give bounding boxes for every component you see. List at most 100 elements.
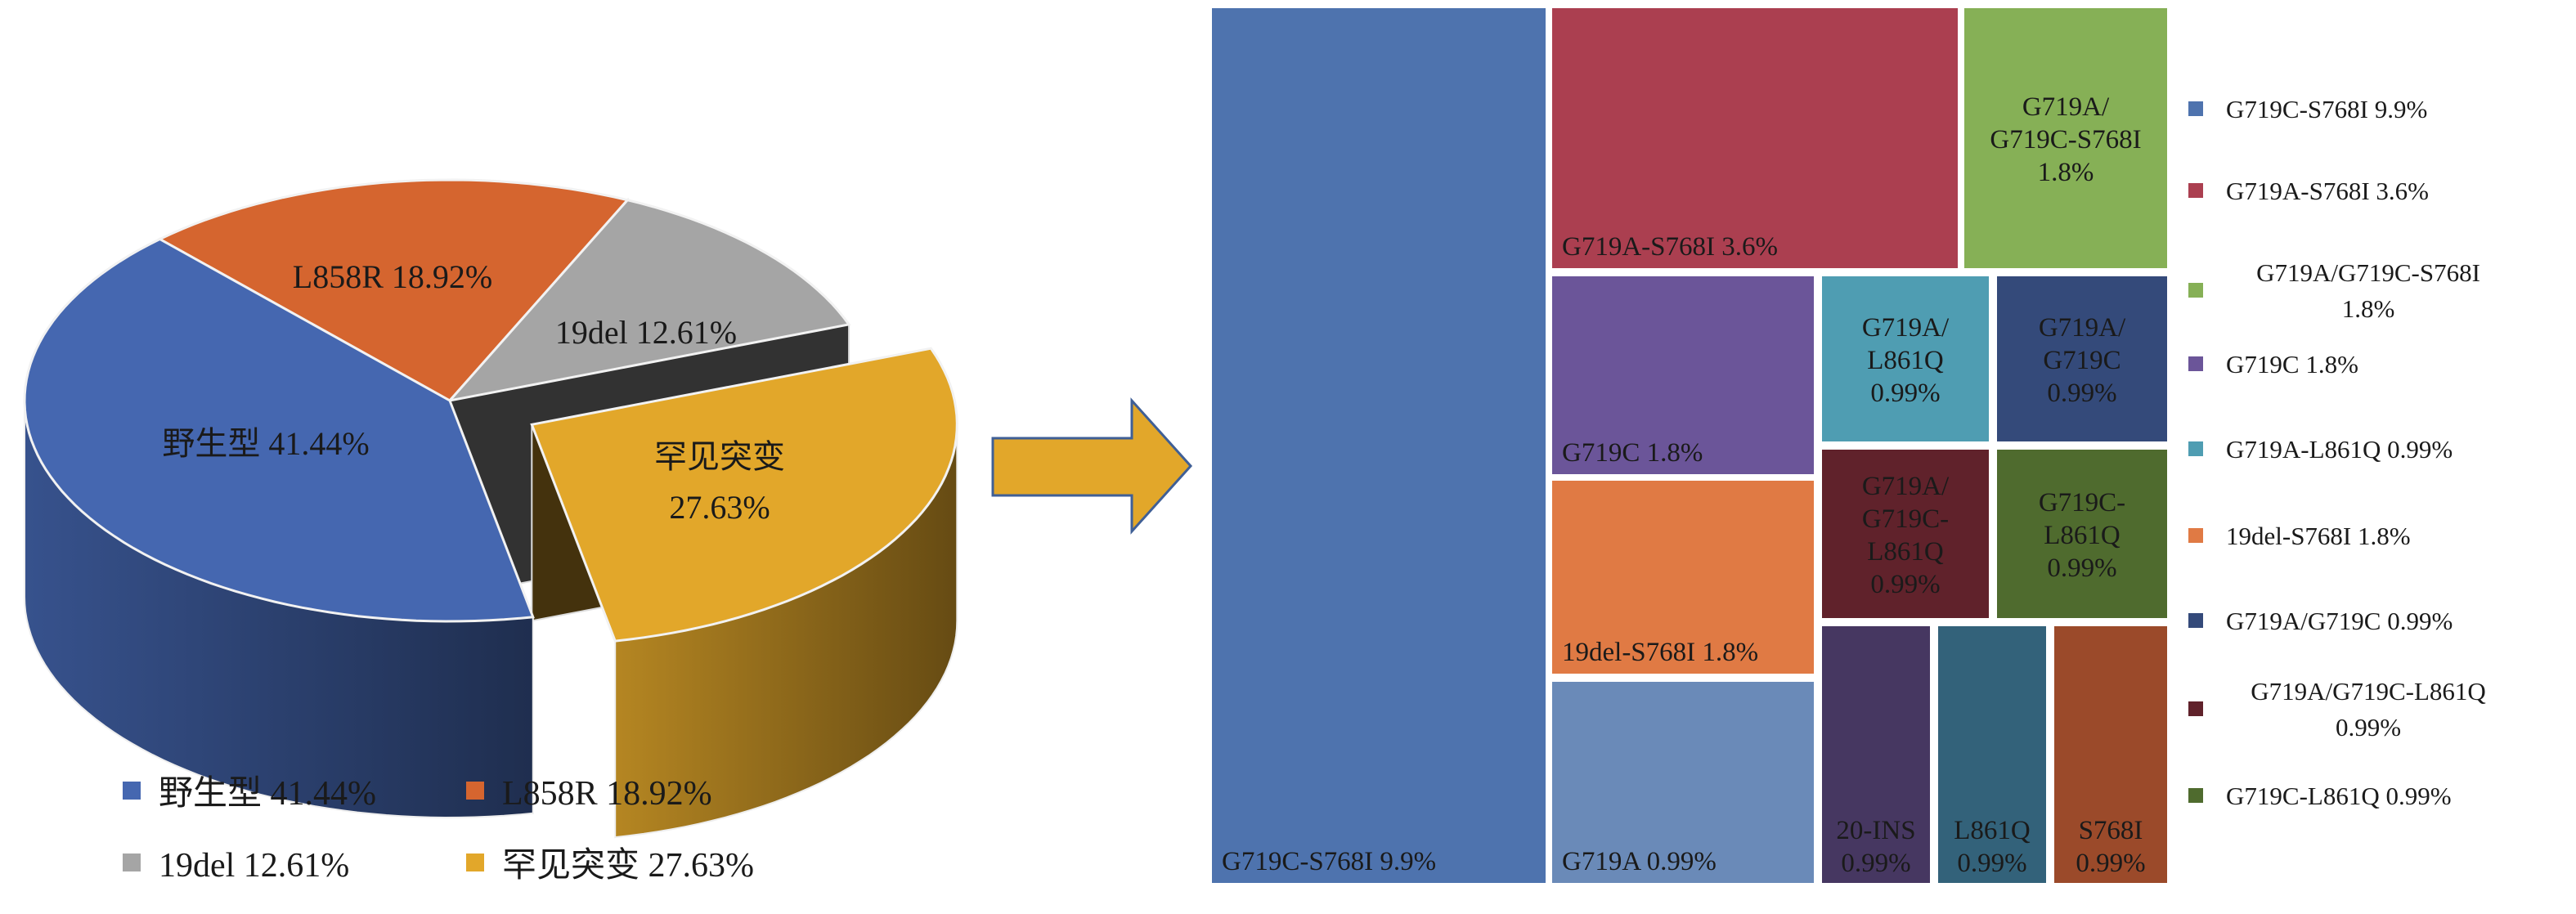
treemap-cell-G719A-L861Q: G719A/L861Q 0.99% — [1819, 273, 1992, 445]
treemap-label: L861Q — [1867, 346, 1944, 375]
legend-swatch — [2188, 441, 2203, 456]
legend-label: G719A-L861Q 0.99% — [2226, 435, 2453, 464]
treemap-chart: G719C-S768I 9.9% G719A-S768I 3.6% G719A/G7… — [1209, 5, 2170, 886]
treemap-label: S768I — [2079, 816, 2143, 845]
treemap-label: G719C-S768I 9.9% — [1222, 847, 1436, 876]
treemap-legend-item: G719A-L861Q 0.99% — [2188, 435, 2453, 464]
treemap-legend-item: G719A/G719C-S768I 1.8% — [2188, 258, 2480, 323]
treemap-label: G719A/ — [2039, 313, 2126, 343]
legend-swatch — [2188, 101, 2203, 116]
pie-slice-野生型 — [23, 237, 535, 623]
treemap-legend: G719C-S768I 9.9% G719A-S768I 3.6% G719A/G7… — [2188, 95, 2486, 810]
treemap-cell-20-INS: 20-INS 0.99% — [1819, 623, 1933, 886]
treemap-cell-G719C: G719C 1.8% — [1549, 273, 1817, 477]
treemap-label: 0.99% — [1870, 379, 1940, 408]
treemap-label: 0.99% — [1841, 849, 1910, 878]
treemap-rect — [1994, 446, 2170, 621]
treemap-label: G719A/ — [1862, 313, 1950, 343]
treemap-rect — [1549, 679, 1817, 886]
treemap-rect — [1819, 446, 1992, 621]
treemap-label: 20-INS — [1836, 816, 1915, 845]
pie-legend-item: 19del 12.61% — [123, 847, 349, 885]
legend-label: G719A/G719C 0.99% — [2226, 607, 2453, 635]
treemap-label: L861Q — [2044, 521, 2120, 550]
legend-swatch — [2188, 528, 2203, 543]
treemap-label: 0.99% — [2047, 553, 2116, 583]
treemap-rect — [2051, 623, 2170, 886]
treemap-label: G719A 0.99% — [1562, 847, 1717, 876]
legend-label: G719A/G719C-L861Q — [2251, 677, 2486, 706]
treemap-rect — [1935, 623, 2049, 886]
treemap-legend-item: G719A-S768I 3.6% — [2188, 177, 2429, 205]
legend-swatch — [2188, 283, 2203, 298]
pie-legend-item: 罕见突变 27.63% — [466, 846, 754, 885]
pie-slice-L858R — [157, 178, 631, 402]
treemap-label: G719A-S768I 3.6% — [1562, 232, 1778, 262]
legend-swatch — [2188, 701, 2203, 716]
legend-swatch — [2188, 788, 2203, 803]
treemap-cell-19del-S768I: 19del-S768I 1.8% — [1549, 477, 1817, 677]
pie-legend-item: 野生型 41.44% — [123, 775, 376, 813]
legend-label: 罕见突变 27.63% — [502, 846, 754, 885]
legend-label: G719C 1.8% — [2226, 350, 2358, 379]
legend-label: 1.8% — [2342, 294, 2395, 323]
treemap-legend-item: G719C-L861Q 0.99% — [2188, 782, 2452, 810]
legend-label: 19del-S768I 1.8% — [2226, 522, 2411, 550]
treemap-label: G719A/ — [2022, 92, 2110, 122]
treemap-cell-G719A: G719A 0.99% — [1549, 679, 1817, 886]
legend-label: 19del 12.61% — [159, 847, 349, 885]
legend-label: G719C-S768I 9.9% — [2226, 95, 2427, 123]
treemap-label: G719C — [2043, 346, 2120, 375]
treemap-rect — [1961, 5, 2170, 271]
legend-swatch — [123, 854, 141, 871]
pie-slice-罕见突变 — [530, 347, 958, 643]
treemap-legend-item: 19del-S768I 1.8% — [2188, 522, 2411, 550]
treemap-cell-G719C-L861Q: G719C- L861Q 0.99% — [1994, 446, 2170, 621]
treemap-label: G719C-S768I — [1990, 125, 2141, 155]
treemap-rect — [1994, 273, 2170, 445]
treemap-rect — [1819, 273, 1992, 445]
treemap-rect — [1209, 5, 1549, 886]
treemap-legend-item: G719C-S768I 9.9% — [2188, 95, 2427, 123]
treemap-legend-item: G719A/G719C 0.99% — [2188, 607, 2453, 635]
pie-data-label: 罕见突变 — [654, 438, 785, 475]
treemap-legend-item: G719A/G719C-L861Q 0.99% — [2188, 677, 2486, 742]
treemap-label: L861Q — [1954, 816, 2031, 845]
legend-label: G719A-S768I 3.6% — [2226, 177, 2429, 205]
treemap-label: 0.99% — [1870, 570, 1940, 599]
pie-data-label: 27.63% — [669, 489, 770, 526]
treemap-rect — [1549, 273, 1817, 477]
pie-slice-19del — [446, 199, 851, 403]
treemap-rect — [1549, 477, 1817, 677]
pie-data-label: L858R 18.92% — [293, 258, 492, 295]
treemap-cell-G719C-S768I: G719C-S768I 9.9% — [1209, 5, 1549, 886]
legend-swatch — [2188, 613, 2203, 628]
legend-label: G719C-L861Q 0.99% — [2226, 782, 2452, 810]
treemap-rect — [1549, 5, 1961, 271]
legend-swatch — [2188, 183, 2203, 198]
legend-swatch — [466, 782, 484, 800]
pie-data-label: 野生型 41.44% — [162, 425, 369, 462]
treemap-label: G719C 1.8% — [1562, 438, 1703, 468]
treemap-label: G719C- — [2039, 488, 2125, 517]
pie-legend: 野生型 41.44% L858R 18.92% 19del 12.61% 罕见突变 2… — [123, 775, 754, 885]
legend-label: G719A/G719C-S768I — [2256, 258, 2480, 287]
treemap-legend-item: G719C 1.8% — [2188, 350, 2358, 379]
treemap-label: 19del-S768I 1.8% — [1562, 638, 1758, 667]
legend-label: 0.99% — [2336, 713, 2401, 742]
legend-label: L858R 18.92% — [502, 775, 712, 813]
treemap-rect — [1819, 623, 1933, 886]
arrow-icon — [991, 397, 1193, 535]
legend-swatch — [123, 782, 141, 800]
pie-legend-item: L858R 18.92% — [466, 775, 712, 813]
legend-swatch — [2188, 356, 2203, 371]
treemap-label: G719C- — [1862, 504, 1949, 534]
legend-swatch — [466, 854, 484, 871]
treemap-label: L861Q — [1867, 537, 1944, 567]
